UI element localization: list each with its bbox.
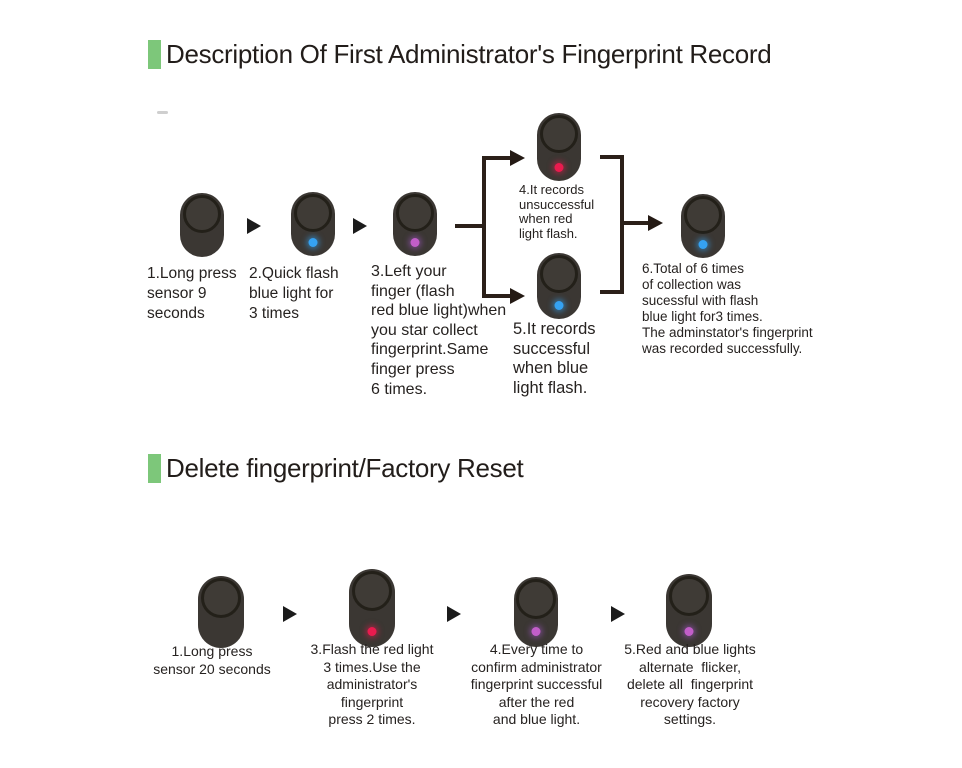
led-indicator-icon	[410, 238, 420, 247]
fingerprint-sensor-icon	[349, 569, 395, 647]
fingerprint-sensor-icon	[198, 576, 244, 648]
connector-line	[600, 155, 624, 159]
sensor-button-icon	[183, 195, 221, 233]
connector-line	[620, 155, 624, 294]
connector-line	[600, 290, 624, 294]
step-caption: 5.Red and blue lights alternate flicker,…	[624, 641, 756, 727]
connector-line	[486, 156, 512, 160]
connector-line	[482, 156, 486, 298]
merge-arrow-icon	[648, 215, 663, 231]
fingerprint-sensor-icon	[180, 193, 224, 257]
led-indicator-icon	[698, 240, 708, 249]
sensor-button-icon	[669, 576, 709, 616]
branch-arrow-icon	[510, 288, 525, 304]
step-caption: 3.Flash the red light 3 times.Use the ad…	[310, 641, 434, 727]
led-indicator-icon	[554, 301, 564, 310]
step-caption: 5.It records successful when blue light …	[513, 320, 596, 397]
led-indicator-icon	[367, 627, 377, 636]
step-caption: 3.Left your finger (flash red blue light…	[371, 263, 507, 398]
sensor-button-icon	[684, 196, 722, 234]
sensor-button-icon	[516, 579, 556, 619]
flow-arrow-icon	[447, 606, 461, 622]
sensor-button-icon	[540, 115, 578, 153]
fingerprint-sensor-icon	[537, 253, 581, 319]
fingerprint-sensor-icon	[514, 577, 558, 647]
step-caption: 2.Quick flash blue light for 3 times	[249, 265, 339, 322]
step-caption: 4.It records unsuccessful when red light…	[519, 182, 595, 241]
flow-arrow-icon	[353, 218, 367, 234]
fingerprint-sensor-icon	[291, 192, 335, 256]
section-title: Description Of First Administrator's Fin…	[166, 39, 772, 69]
sensor-button-icon	[352, 571, 392, 611]
flow-arrow-icon	[611, 606, 625, 622]
step-caption: 1.Long press sensor 20 seconds	[153, 643, 271, 677]
fingerprint-sensor-icon	[537, 113, 581, 181]
flow-arrow-icon	[247, 218, 261, 234]
connector-line	[455, 224, 486, 228]
led-indicator-icon	[308, 238, 318, 247]
fingerprint-sensor-icon	[666, 574, 712, 647]
branch-arrow-icon	[510, 150, 525, 166]
green-accent-bar	[148, 40, 161, 69]
step-caption: 1.Long press sensor 9 seconds	[147, 265, 237, 322]
fingerprint-sensor-icon	[393, 192, 437, 256]
flow-arrow-icon	[283, 606, 297, 622]
sensor-button-icon	[396, 194, 434, 232]
connector-line	[624, 221, 650, 225]
green-accent-bar	[148, 454, 161, 483]
stray-mark	[157, 111, 168, 114]
sensor-button-icon	[540, 255, 578, 293]
section-title: Delete fingerprint/Factory Reset	[166, 453, 524, 483]
led-indicator-icon	[554, 163, 564, 172]
step-caption: 4.Every time to confirm administrator fi…	[470, 641, 603, 727]
connector-line	[486, 294, 512, 298]
sensor-button-icon	[201, 578, 241, 618]
step-caption: 6.Total of 6 times of collection was suc…	[642, 261, 813, 356]
led-indicator-icon	[684, 627, 694, 636]
sensor-button-icon	[294, 194, 332, 232]
led-indicator-icon	[531, 627, 541, 636]
fingerprint-sensor-icon	[681, 194, 725, 258]
